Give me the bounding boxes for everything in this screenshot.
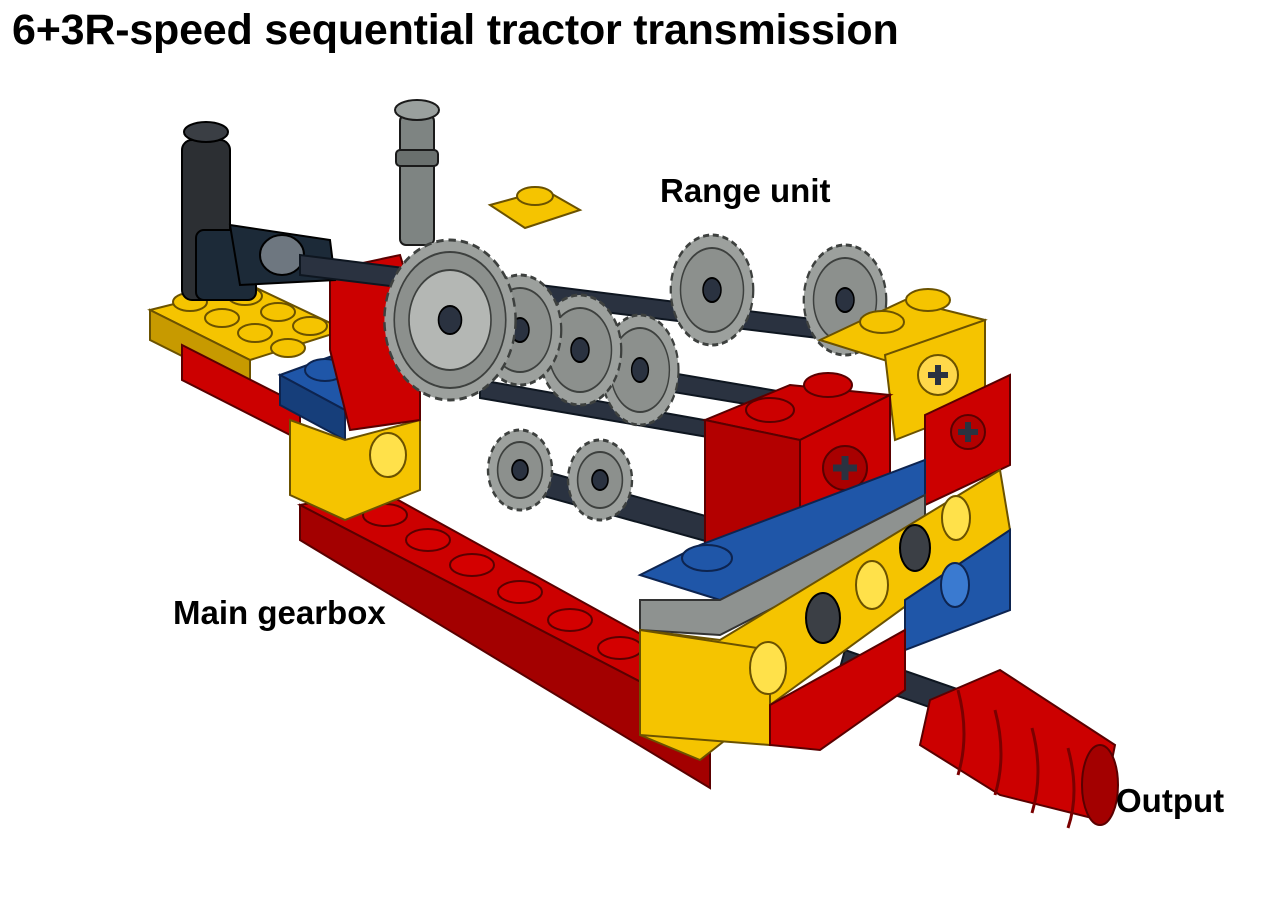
top-yellow-brick <box>487 186 583 230</box>
main-gearbox-label: Main gearbox <box>173 594 386 631</box>
main-gearbox-gears <box>382 238 680 522</box>
output-coupler <box>918 668 1119 829</box>
page-title: 6+3R-speed sequential tractor transmissi… <box>12 6 899 54</box>
range-unit-label: Range unit <box>660 172 831 209</box>
right-frame <box>637 288 1012 762</box>
gray-shift-axle <box>394 99 440 246</box>
output-label: Output <box>1116 782 1225 819</box>
